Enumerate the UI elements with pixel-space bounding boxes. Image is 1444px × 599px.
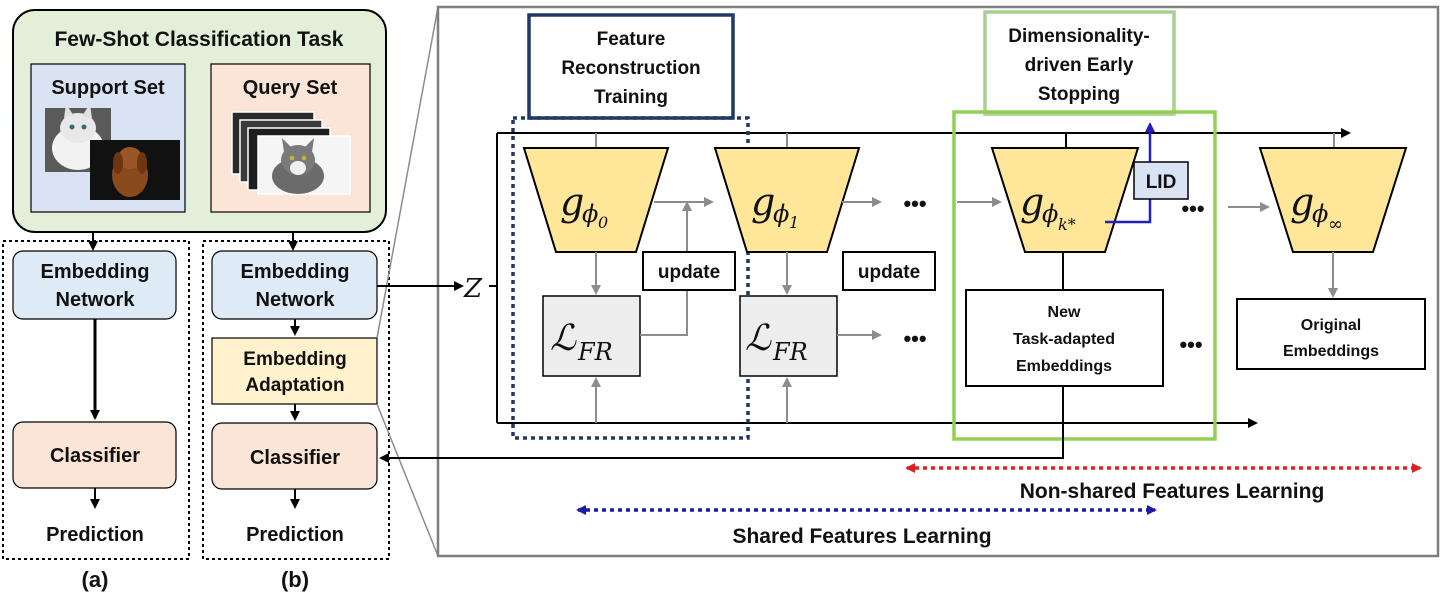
z-symbol: Z xyxy=(463,274,483,304)
early-stop-line1: Dimensionality- xyxy=(1008,26,1149,47)
early-stop-line3: Stopping xyxy=(1038,84,1120,105)
embedding-adaptation-line1: Embedding xyxy=(243,349,346,370)
orig-emb-line2: Embeddings xyxy=(1283,343,1379,360)
decoder-gk: g ϕ k* xyxy=(990,147,1140,253)
decoder-ginf-index: ∞ xyxy=(1328,214,1343,235)
embedding-adaptation: Embedding Adaptation xyxy=(211,337,378,405)
update-box-2: update xyxy=(842,251,936,291)
decoder-g0-g: g xyxy=(560,180,584,224)
query-set-box: Query Set xyxy=(210,63,371,213)
ellipsis-mid-2: ••• xyxy=(1179,332,1202,357)
fr-training-line1: Feature xyxy=(597,29,666,50)
new-emb-line3: Embeddings xyxy=(1016,358,1112,375)
lid-arrow xyxy=(1105,122,1155,224)
decoder-g1-phi: ϕ xyxy=(773,200,789,228)
loss-fr-1: ℒ FR xyxy=(542,295,641,377)
decoder-gk-index: k* xyxy=(1058,215,1076,234)
classifier-a: Classifier xyxy=(12,421,177,489)
new-emb-line2: Task-adapted xyxy=(1013,331,1115,348)
lid-label: LID xyxy=(1146,172,1177,193)
decoder-gk-phi: ϕ xyxy=(1042,200,1058,228)
embedding-network-a-line1: Embedding xyxy=(41,261,150,283)
loss-1-symbol: ℒ xyxy=(550,318,577,359)
panel-a-label: (a) xyxy=(82,567,109,592)
shared-label: Shared Features Learning xyxy=(732,525,991,548)
new-task-adapted-embeddings-box: New Task-adapted Embeddings xyxy=(965,289,1164,387)
decoder-g0-phi: ϕ xyxy=(582,200,598,228)
embedding-network-a-line2: Network xyxy=(56,289,136,311)
decoder-g0-index: 0 xyxy=(598,213,608,232)
zoom-line-top xyxy=(376,6,439,339)
panel-a-frame xyxy=(2,240,190,560)
decoder-ginf: g ϕ ∞ xyxy=(1258,147,1408,253)
decoder-g1-index: 1 xyxy=(789,213,799,232)
ellipsis-mid-1: ••• xyxy=(903,326,926,351)
decoder-g0: g ϕ 0 xyxy=(522,147,670,253)
decoder-g1: g ϕ 1 xyxy=(713,147,861,253)
embedding-network-b-line2: Network xyxy=(256,289,336,311)
prediction-a: Prediction xyxy=(46,524,144,546)
arrow-new-emb-to-classifier xyxy=(379,386,1064,463)
decoder-ginf-g: g xyxy=(1290,180,1314,224)
fr-training-label-box: Feature Reconstruction Training xyxy=(527,13,735,120)
query-set-label: Query Set xyxy=(243,77,338,99)
decoder-gk-g: g xyxy=(1020,180,1044,224)
classifier-b-label: Classifier xyxy=(250,447,340,469)
ellipsis-top-2: ••• xyxy=(1181,196,1204,221)
prediction-b: Prediction xyxy=(246,524,344,546)
loss-1-sub: FR xyxy=(577,338,613,366)
embedding-network-b: Embedding Network xyxy=(211,250,378,320)
arrow-loss1-update xyxy=(640,201,692,336)
update-label-1: update xyxy=(658,262,720,283)
early-stopping-label-box: Dimensionality- driven Early Stopping xyxy=(983,10,1176,116)
fr-training-dotted-region xyxy=(511,116,750,440)
embedding-network-b-line1: Embedding xyxy=(241,261,350,283)
fr-training-line2: Reconstruction xyxy=(561,58,700,79)
update-box-1: update xyxy=(642,251,736,291)
lid-box: LID xyxy=(1133,161,1189,200)
early-stopping-region xyxy=(952,110,1217,441)
new-emb-line1: New xyxy=(1048,304,1081,321)
ellipsis-top-1: ••• xyxy=(903,191,926,216)
decoder-ginf-phi: ϕ xyxy=(1312,200,1328,228)
update-label-2: update xyxy=(858,262,920,283)
detail-frame xyxy=(436,5,1440,558)
classifier-b: Classifier xyxy=(211,422,378,490)
support-set-label: Support Set xyxy=(51,77,165,99)
embedding-network-a: Embedding Network xyxy=(12,250,177,320)
support-set-box: Support Set xyxy=(30,63,186,213)
loss-2-sub: FR xyxy=(772,338,808,366)
panel-b-frame xyxy=(202,240,390,560)
zoom-line-bottom xyxy=(376,403,439,557)
support-dog-image xyxy=(90,140,180,200)
non-shared-label: Non-shared Features Learning xyxy=(1020,480,1325,503)
early-stop-line2: driven Early xyxy=(1025,55,1134,76)
classifier-a-label: Classifier xyxy=(50,445,140,467)
task-title: Few-Shot Classification Task xyxy=(54,28,343,51)
panel-b-label: (b) xyxy=(281,567,309,592)
embedding-adaptation-line2: Adaptation xyxy=(245,375,344,396)
loss-2-symbol: ℒ xyxy=(745,318,772,359)
original-embeddings-box: Original Embeddings xyxy=(1236,298,1426,370)
decoder-g1-g: g xyxy=(751,180,775,224)
fr-training-line3: Training xyxy=(594,87,668,108)
loss-fr-2: ℒ FR xyxy=(739,295,838,377)
query-images-stack xyxy=(231,111,351,195)
orig-emb-line1: Original xyxy=(1301,317,1361,334)
